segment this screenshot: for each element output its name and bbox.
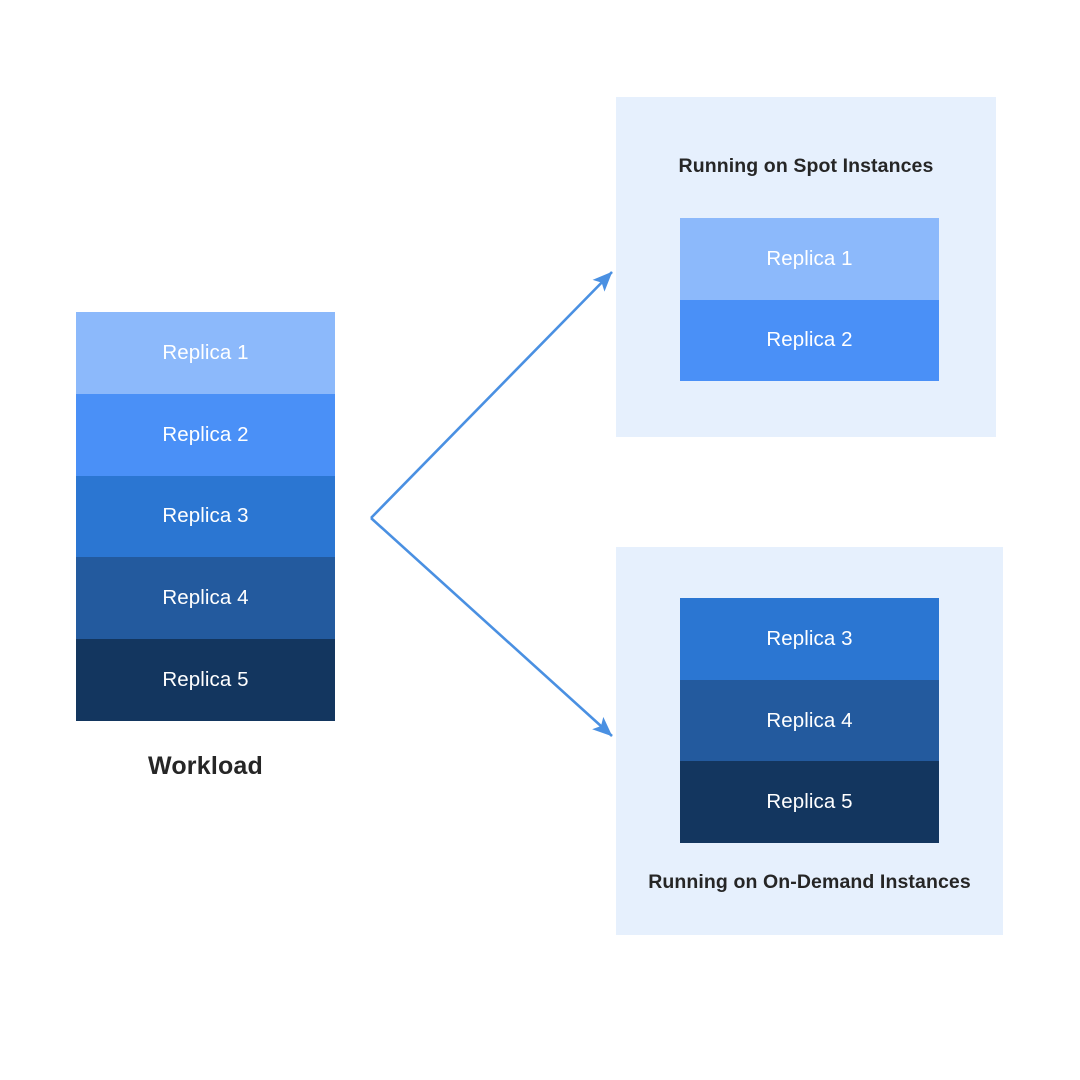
spot-instances-heading: Running on Spot Instances bbox=[678, 155, 934, 177]
workload-replica-band-5: Replica 5 bbox=[76, 639, 335, 721]
workload-replica-band-3: Replica 3 bbox=[76, 475, 335, 558]
spot-replica-label-2: Replica 2 bbox=[766, 328, 853, 352]
workload-replica-band-4: Replica 4 bbox=[76, 557, 335, 640]
workload-replica-band-2: Replica 2 bbox=[76, 393, 335, 476]
workload-replica-label-1: Replica 1 bbox=[162, 340, 249, 364]
spot-replica-stack: Replica 1 Replica 2 bbox=[680, 218, 939, 381]
spot-replica-band-1: Replica 1 bbox=[680, 218, 939, 300]
workload-replica-label-5: Replica 5 bbox=[162, 668, 249, 692]
workload-replica-band-1: Replica 1 bbox=[76, 312, 335, 394]
ondemand-replica-label-3: Replica 5 bbox=[766, 790, 853, 814]
ondemand-replica-band-3: Replica 5 bbox=[680, 761, 939, 843]
workload-replica-label-4: Replica 4 bbox=[162, 586, 249, 610]
ondemand-replica-band-1: Replica 3 bbox=[680, 598, 939, 680]
arrow-workload-to-ondemand bbox=[370, 517, 613, 737]
workload-caption: Workload bbox=[147, 752, 264, 780]
workload-replica-label-2: Replica 2 bbox=[162, 422, 249, 446]
workload-replica-label-3: Replica 3 bbox=[162, 504, 249, 528]
workload-replica-stack: Replica 1 Replica 2 Replica 3 Replica 4 … bbox=[76, 312, 335, 721]
ondemand-replica-label-2: Replica 4 bbox=[766, 708, 853, 732]
ondemand-replica-label-1: Replica 3 bbox=[766, 626, 853, 650]
ondemand-instances-heading: Running on On-Demand Instances bbox=[648, 871, 971, 893]
ondemand-replica-band-2: Replica 4 bbox=[680, 679, 939, 762]
spot-replica-label-1: Replica 1 bbox=[766, 246, 853, 270]
ondemand-replica-stack: Replica 3 Replica 4 Replica 5 bbox=[680, 598, 939, 843]
spot-replica-band-2: Replica 2 bbox=[680, 299, 939, 381]
arrow-workload-to-spot bbox=[370, 271, 613, 519]
